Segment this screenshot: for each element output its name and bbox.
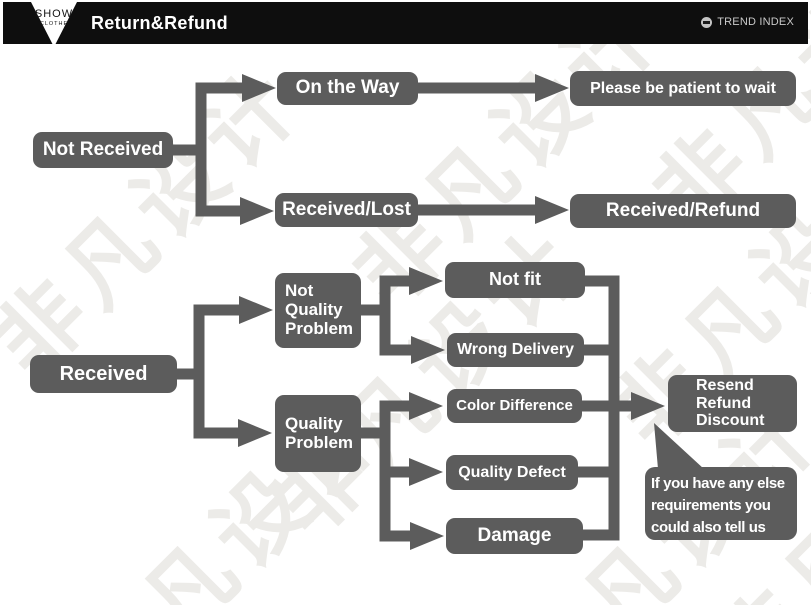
- node-line: Resend: [696, 376, 754, 394]
- node-on-the-way: On the Way: [277, 72, 418, 105]
- logo-triangle-icon: [31, 2, 77, 47]
- node-line: Not: [285, 281, 314, 301]
- arrowhead-icon: [411, 336, 445, 364]
- node-damage: Damage: [446, 518, 583, 554]
- node-received: Received: [30, 355, 177, 393]
- logo-text-show: SHOW: [34, 8, 74, 20]
- note-line: requirements you: [651, 496, 771, 514]
- node-resend-refund-discount: Resend Refund Discount: [668, 375, 797, 432]
- node-not-received: Not Received: [33, 132, 173, 168]
- arrowhead-icon: [238, 419, 272, 447]
- node-quality-defect: Quality Defect: [446, 455, 578, 490]
- node-received-lost: Received/Lost: [275, 193, 418, 227]
- node-not-fit: Not fit: [445, 262, 585, 298]
- node-wrong-delivery: Wrong Delivery: [447, 333, 584, 367]
- arrowhead-icon: [535, 74, 569, 102]
- node-line: Quality: [285, 300, 343, 320]
- arrowhead-icon: [242, 74, 276, 102]
- page-title: Return&Refund: [91, 13, 228, 33]
- arrowhead-icon: [409, 458, 443, 486]
- arrowhead-icon: [535, 196, 569, 224]
- header-bar: SHOW CLOTHE Return&Refund TREND INDEX: [3, 2, 808, 47]
- arrowhead-icon: [409, 267, 443, 295]
- note-line: could also tell us: [651, 518, 766, 536]
- node-please-be-patient: Please be patient to wait: [570, 71, 796, 106]
- trend-index-badge: TREND INDEX: [701, 16, 794, 28]
- arrowhead-icon: [240, 197, 274, 225]
- trend-index-label: TREND INDEX: [717, 16, 794, 28]
- node-line: Problem: [285, 432, 354, 452]
- node-line: Discount: [696, 412, 765, 430]
- speech-bubble-tail: [654, 423, 704, 469]
- brand-logo: SHOW CLOTHE: [26, 2, 82, 48]
- arrowhead-icon: [410, 522, 444, 550]
- arrowhead-icon: [239, 296, 273, 324]
- node-not-quality-problem: Not Quality Problem: [275, 273, 361, 348]
- node-line: Quality: [285, 413, 343, 433]
- speech-bubble-note: If you have any else requirements you co…: [645, 467, 797, 540]
- node-received-refund: Received/Refund: [570, 194, 796, 228]
- logo-text-clothe: CLOTHE: [39, 21, 69, 27]
- arrowhead-icon: [409, 392, 443, 420]
- node-quality-problem: Quality Problem: [275, 395, 361, 472]
- circle-minus-icon: [701, 16, 713, 28]
- arrowhead-icon: [631, 392, 665, 420]
- note-line: If you have any else: [651, 474, 785, 492]
- node-line: Refund: [696, 394, 752, 412]
- node-line: Problem: [285, 318, 354, 338]
- node-color-difference: Color Difference: [447, 389, 582, 423]
